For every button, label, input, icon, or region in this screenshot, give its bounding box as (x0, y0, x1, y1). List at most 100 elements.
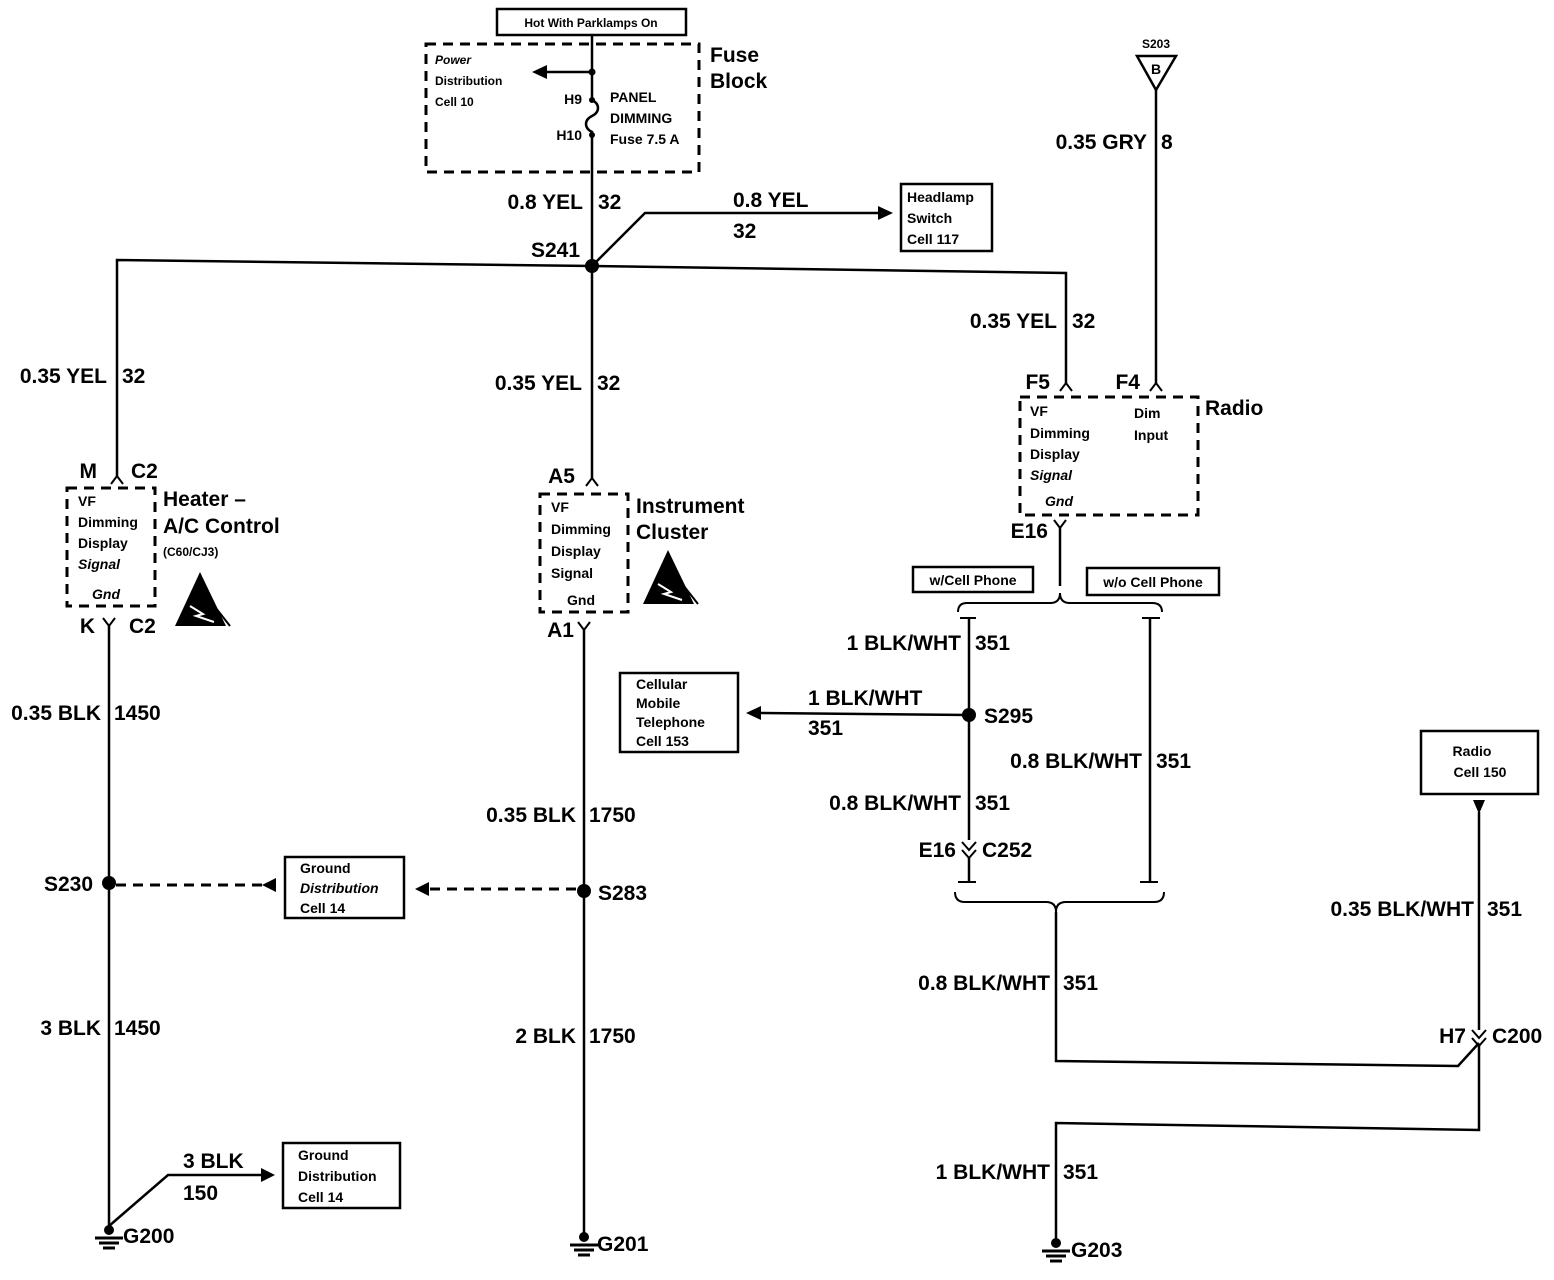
heater-conn-bot: C2 (129, 615, 156, 638)
radio-cell150-box (1419, 729, 1540, 796)
wire-g203-gauge: 1 BLK/WHT (936, 1161, 1050, 1184)
splice-s283 (577, 884, 591, 898)
power-distribution-ref-2: Distribution (435, 74, 502, 88)
radio-signal-label-4: Signal (1030, 467, 1073, 483)
cluster-title: Instrument (636, 495, 745, 518)
wire-to-radio-bus (591, 264, 1068, 383)
cellular-telephone-label-2: Mobile (636, 695, 681, 711)
ground-distribution-b-label: Ground (298, 1147, 349, 1163)
c252-pin-label: E16 (919, 839, 956, 862)
wire-to-heater-bus (115, 258, 593, 476)
radio-e16-connector (1053, 519, 1067, 530)
with-cell-phone-box (911, 565, 1035, 594)
radio-gnd-label: Gnd (1045, 493, 1073, 509)
heater-signal-label-2: Dimming (78, 514, 138, 530)
power-distribution-ref: Power (435, 53, 472, 67)
cluster-title-2: Cluster (636, 521, 708, 544)
wire-cluster-gnd2-gauge: 2 BLK (515, 1025, 576, 1048)
cluster-esd-icon (643, 550, 699, 605)
wire-radio150-circuit: 351 (1487, 898, 1522, 921)
wire-to-headlamp-circuit: 32 (733, 220, 756, 243)
without-cell-phone-box (1085, 566, 1221, 597)
wire-heater-gnd2-gauge: 3 BLK (40, 1017, 101, 1040)
wire-merge (1054, 912, 1480, 1068)
cluster-signal-label-4: Signal (551, 565, 593, 581)
heater-pin-m: M (80, 460, 98, 483)
ground-distribution-a-label-3: Cell 14 (300, 900, 345, 916)
radio-cell150-label: Radio (1453, 743, 1492, 759)
wire-g203-circuit: 351 (1063, 1161, 1098, 1184)
splice-s203-triangle (1134, 54, 1179, 93)
wire-to-cellular (759, 711, 970, 717)
wire-cell-lower-circuit: 351 (975, 792, 1010, 815)
cellular-telephone-label: Cellular (636, 676, 688, 692)
wire-g200-branch-gauge: 3 BLK (183, 1150, 244, 1173)
cluster-signal-label-3: Display (551, 543, 601, 559)
terminal-h10: H10 (556, 127, 582, 143)
cluster-pin-a5: A5 (548, 465, 575, 488)
power-distribution-ref-3: Cell 10 (435, 95, 474, 109)
without-cell-phone-label: w/o Cell Phone (1102, 574, 1203, 590)
fuse-label: PANEL (610, 89, 657, 105)
radio-cell150-arrowhead (1473, 800, 1485, 814)
wire-to-cluster-gauge: 0.35 YEL (495, 372, 582, 395)
ground-g201-label: G201 (597, 1233, 649, 1256)
wire-g200-branch-circuit: 150 (183, 1182, 218, 1205)
headlamp-switch-box (899, 182, 994, 253)
radio-pin-e16: E16 (1011, 520, 1048, 543)
cellular-telephone-box (618, 671, 740, 754)
radio-signal-label-3: Display (1030, 446, 1080, 462)
cluster-signal-label-2: Dimming (551, 521, 611, 537)
heater-pin-k: K (80, 615, 95, 638)
ground-distribution-box-b (281, 1141, 402, 1210)
wire-merge-circuit: 351 (1063, 972, 1098, 995)
wire-to-headlamp (591, 211, 880, 267)
ground-g200-label: G200 (123, 1225, 174, 1248)
wire-heater-gnd-gauge: 0.35 BLK (11, 702, 101, 725)
ground-g203-label: G203 (1071, 1239, 1122, 1262)
cellular-arrowhead (746, 706, 761, 720)
cluster-top-connector (585, 476, 599, 487)
splice-s203-label: S203 (1142, 37, 1170, 51)
wire-merge-gauge: 0.8 BLK/WHT (918, 972, 1050, 995)
hot-with-parklamps-box (495, 7, 688, 37)
ground-dist-b-arrowhead (261, 1168, 275, 1182)
headlamp-arrowhead (878, 206, 893, 220)
wire-g200-branch (108, 1173, 262, 1227)
ground-g201-icon (570, 1232, 598, 1257)
wire-cell-lower-gauge: 0.8 BLK/WHT (829, 792, 961, 815)
heater-control-outline (65, 486, 157, 608)
radio-signal-label-2: Dimming (1030, 425, 1090, 441)
cellular-telephone-label-3: Telephone (636, 714, 705, 730)
wire-heater-gnd2-circuit: 1450 (114, 1017, 161, 1040)
radio-outline (1018, 395, 1200, 517)
c200-pin-label: H7 (1439, 1025, 1466, 1048)
radio-signal-label: VF (1030, 403, 1048, 419)
splice-s203-letter: B (1151, 61, 1161, 77)
wire-radio150-gauge: 0.35 BLK/WHT (1330, 898, 1474, 921)
wire-g203 (1054, 1046, 1481, 1240)
wire-to-heater-circuit: 32 (122, 365, 145, 388)
heater-signal-label-4: Signal (78, 556, 121, 572)
radio-dim-input-label: Dim (1134, 405, 1160, 421)
splice-s230 (102, 876, 116, 890)
ground-dist-a-arrowhead-left (262, 878, 276, 892)
wire-to-headlamp-gauge: 0.8 YEL (733, 189, 809, 212)
heater-title-2: A/C Control (163, 515, 280, 538)
fuse-symbol (584, 72, 600, 135)
ground-distribution-a-label-2: Distribution (300, 880, 379, 896)
headlamp-switch-label: Headlamp (907, 189, 974, 205)
wire-to-cellular-circuit: 351 (808, 717, 843, 740)
wire-cell-top-circuit: 351 (975, 632, 1010, 655)
radio-cell150-label-2: Cell 150 (1454, 764, 1507, 780)
splice-s230-label: S230 (44, 873, 93, 896)
instrument-cluster-outline (538, 492, 630, 614)
wire-to-radio-gauge: 0.35 YEL (970, 310, 1057, 333)
c200-label: C200 (1492, 1025, 1542, 1048)
wire-radio-dim-gauge: 0.35 GRY (1056, 131, 1147, 154)
wire-without-cell-circuit: 351 (1156, 750, 1191, 773)
fuse-block-title: Fuse (710, 44, 759, 67)
hot-with-parklamps-label: Hot With Parklamps On (524, 16, 657, 30)
ground-distribution-a-label: Ground (300, 860, 351, 876)
